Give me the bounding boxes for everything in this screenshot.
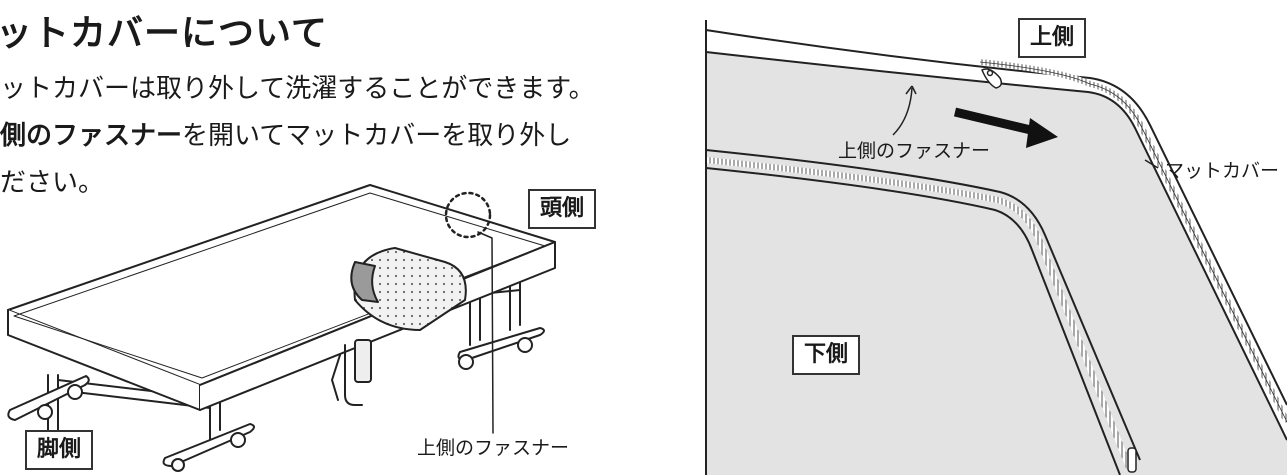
detail-zipper-callout: 上側のファスナー: [838, 140, 991, 162]
foot-side-label: 脚側: [25, 430, 94, 470]
zipper-pull-lower: [1127, 447, 1137, 473]
lower-zipper: [705, 157, 1133, 472]
zipper-location-marker: [444, 191, 492, 239]
instruction-line-3: ださい。: [0, 168, 105, 198]
zipper-leader-line: [477, 231, 494, 434]
bed-casters: [37, 337, 533, 472]
section-heading: ットカバーについて: [0, 13, 328, 54]
bed-zipper-callout: 上側のファスナー: [417, 437, 570, 459]
cover-callout: マットカバー: [1165, 160, 1280, 182]
open-direction-arrow: [953, 107, 1058, 148]
instruction-line-1: ットカバーは取り外して洗濯することができます。: [0, 74, 595, 104]
remote-control: [331, 339, 372, 406]
mattress-top-surface: [706, 52, 1287, 475]
bed-frame: [7, 274, 545, 467]
side-grip: [350, 247, 467, 331]
upper-side-label: 上側: [1018, 18, 1087, 58]
instruction-line-2-rest: を開いてマットカバーを取り外し: [182, 121, 572, 151]
bed-illustration: [7, 184, 556, 472]
lower-side-label: 下側: [792, 335, 861, 375]
upper-zipper-leader: [892, 87, 913, 136]
instruction-text: ットカバーは取り外して洗濯することができます。 側のファスナーを開いてマットカバ…: [0, 66, 595, 207]
cover-leader: [1144, 159, 1159, 169]
instruction-line-2: 側のファスナーを開いてマットカバーを取り外し: [0, 113, 595, 160]
head-side-label: 頭側: [528, 189, 597, 229]
zipper-emphasis: 側のファスナー: [0, 121, 183, 151]
zipper-pull-upper: [981, 68, 1003, 89]
